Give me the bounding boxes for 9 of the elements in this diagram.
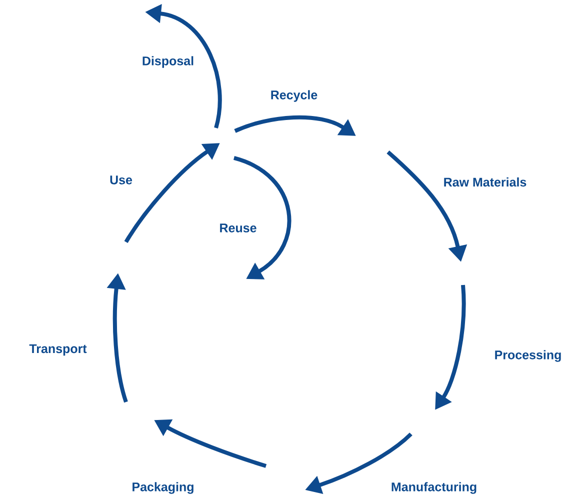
stage-label: Use <box>110 176 132 184</box>
stage-label: Manufacturing <box>392 482 476 494</box>
stage-label: Raw Materials <box>444 177 526 187</box>
stage-label: Packaging <box>132 482 194 494</box>
stage-label: Disposal <box>142 56 194 68</box>
stage-label: Transport <box>29 344 87 356</box>
stage-label: Reuse <box>220 224 256 232</box>
stage-label: Processing <box>495 350 561 362</box>
stage-label: Recycle <box>271 90 318 102</box>
